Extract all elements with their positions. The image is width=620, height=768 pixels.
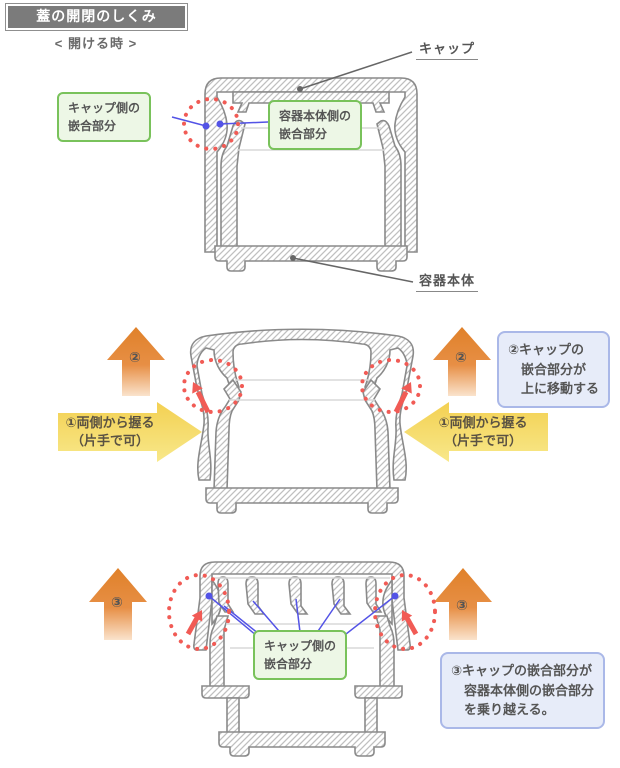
squeeze-arrow-left	[58, 402, 202, 462]
cap-fit-dot-left-3	[205, 592, 213, 600]
step3-number-left: ③	[111, 594, 123, 610]
container-bottom-1	[214, 245, 408, 272]
container-flange-left-3	[201, 685, 250, 699]
diagram3-up-arrows	[89, 568, 492, 640]
container-wall-left-2	[213, 378, 242, 491]
cap-side-fit-callout-1: キャップ側の 嵌合部分	[57, 92, 152, 142]
cap-claw-tab	[245, 576, 266, 615]
step3-number-right: ③	[456, 597, 468, 613]
cap-fit-dot-right-3	[391, 592, 399, 600]
cap-label: キャップ	[416, 38, 479, 60]
cap-side-fit-callout-3: キャップ側の 嵌合部分	[253, 630, 348, 680]
diagram1-pointers	[290, 51, 414, 283]
container-wall-right-1	[376, 119, 402, 253]
cap-shell-2	[189, 328, 415, 481]
diagram2-squeeze-arrows	[58, 402, 548, 462]
step3-note-callout: ③キャップの嵌合部分が 容器本体側の嵌合部分 を乗り越える。	[440, 652, 606, 729]
container-body-label: 容器本体	[416, 270, 479, 292]
fit-area-circle-1	[182, 97, 240, 151]
diagram2-cross-section	[189, 328, 415, 514]
container-bottom-3	[218, 731, 386, 757]
squeeze-label-right: ①両側から握る （片手で可）	[438, 415, 528, 449]
cap-claw-tab	[365, 576, 383, 613]
up-arrow-left-3	[89, 568, 147, 640]
cap-shell-3	[193, 561, 411, 651]
up-arrow-right-2	[433, 327, 491, 396]
diagram2-move-arrows	[192, 382, 412, 414]
cap-pointer-dot	[297, 86, 303, 92]
step2-number-left: ②	[129, 349, 141, 365]
page-title: 蓋の開閉のしくみ	[5, 3, 188, 31]
squeeze-label-left: ①両側から握る （片手で可）	[65, 415, 155, 449]
body-side-fit-callout-1: 容器本体側の 嵌合部分	[268, 100, 363, 150]
container-flange-right-3	[354, 685, 403, 699]
diagram3-fit-circles	[167, 573, 437, 651]
up-arrow-right-3	[434, 568, 492, 640]
diagram2-interior-lines	[229, 379, 375, 401]
container-wall-left-3	[226, 697, 240, 735]
up-arrow-left-2	[107, 327, 165, 396]
container-neck-left-3	[209, 615, 230, 691]
cap-claw-tab	[288, 576, 309, 615]
step2-number-right: ②	[455, 349, 467, 365]
container-wall-right-2	[362, 378, 391, 491]
diagram1-fit-pointers	[171, 116, 269, 130]
cap-claw-tab	[331, 576, 352, 615]
container-bottom-2	[205, 487, 399, 514]
cap-fit-dot-1	[202, 122, 210, 130]
diagram2-fit-circles	[182, 358, 422, 414]
body-fit-dot-1	[216, 120, 224, 128]
diagram2-up-arrows	[107, 327, 491, 396]
page-subtitle: < 開ける時 >	[54, 36, 138, 51]
diagram3-move-arrows	[185, 610, 419, 636]
squeeze-arrow-right	[404, 402, 548, 462]
step2-note-callout: ②キャップの 嵌合部分が 上に移動する	[497, 331, 611, 408]
container-wall-right-3	[364, 697, 378, 735]
body-pointer-dot	[290, 255, 296, 261]
